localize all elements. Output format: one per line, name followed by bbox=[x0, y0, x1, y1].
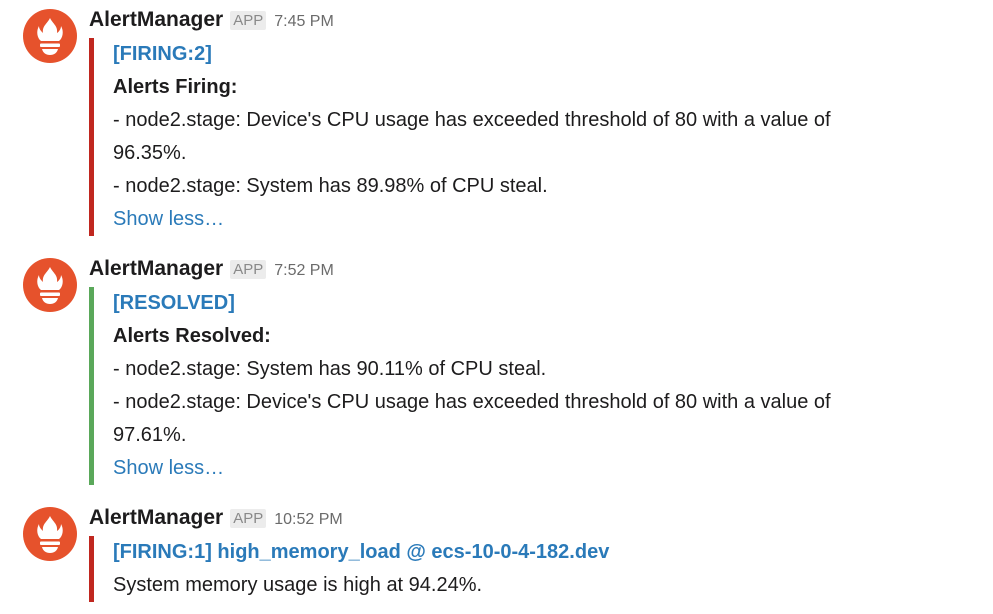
prometheus-torch-icon[interactable] bbox=[22, 8, 78, 64]
sender-name[interactable]: AlertManager bbox=[89, 506, 224, 529]
alert-attachment: [RESOLVED] Alerts Resolved: - node2.stag… bbox=[89, 287, 953, 485]
alert-heading: Alerts Firing: bbox=[113, 76, 238, 98]
app-badge: APP bbox=[230, 11, 267, 30]
prometheus-torch-icon[interactable] bbox=[22, 506, 78, 562]
alert-line: 96.35%. bbox=[113, 142, 187, 164]
app-badge: APP bbox=[230, 509, 267, 528]
sender-name[interactable]: AlertManager bbox=[89, 8, 224, 31]
prometheus-torch-icon[interactable] bbox=[22, 257, 78, 313]
alert-line: - node2.stage: Device's CPU usage has ex… bbox=[113, 391, 831, 413]
alert-attachment: [FIRING:1] high_memory_load @ ecs-10-0-4… bbox=[89, 536, 953, 602]
message-header: AlertManager APP 7:52 PM bbox=[89, 257, 334, 287]
alert-line: - node2.stage: System has 90.11% of CPU … bbox=[113, 358, 547, 380]
alert-title-link[interactable]: [FIRING:1] high_memory_load @ ecs-10-0-4… bbox=[113, 541, 610, 563]
timestamp[interactable]: 10:52 PM bbox=[274, 511, 343, 528]
sender-name[interactable]: AlertManager bbox=[89, 257, 224, 280]
alert-heading: Alerts Resolved: bbox=[113, 325, 271, 347]
alert-attachment: [FIRING:2] Alerts Firing: - node2.stage:… bbox=[89, 38, 953, 236]
show-less-link[interactable]: Show less… bbox=[113, 208, 225, 230]
timestamp[interactable]: 7:52 PM bbox=[274, 262, 334, 279]
alert-line: 97.61%. bbox=[113, 424, 187, 446]
message-header: AlertManager APP 7:45 PM bbox=[89, 8, 334, 38]
alert-line: System memory usage is high at 94.24%. bbox=[113, 574, 483, 596]
app-badge: APP bbox=[230, 260, 267, 279]
timestamp[interactable]: 7:45 PM bbox=[274, 13, 334, 30]
alert-line: - node2.stage: Device's CPU usage has ex… bbox=[113, 109, 831, 131]
show-less-link[interactable]: Show less… bbox=[113, 457, 225, 479]
alert-title-link[interactable]: [FIRING:2] bbox=[113, 43, 212, 65]
alert-line: - node2.stage: System has 89.98% of CPU … bbox=[113, 175, 548, 197]
message-header: AlertManager APP 10:52 PM bbox=[89, 506, 343, 536]
alert-title-link[interactable]: [RESOLVED] bbox=[113, 292, 235, 314]
